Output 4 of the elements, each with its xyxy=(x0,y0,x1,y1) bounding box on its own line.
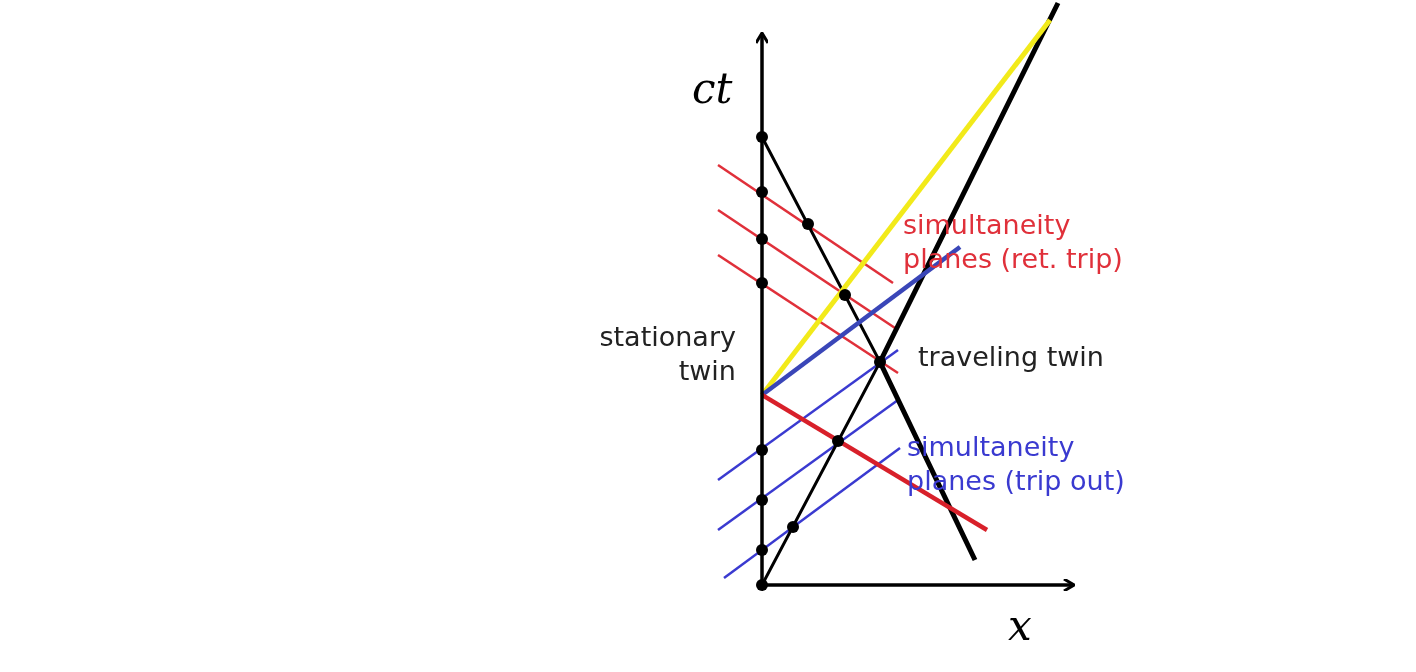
twin-label: stationary twin xyxy=(598,320,736,388)
axis-label: ct xyxy=(692,68,733,110)
twin-label: traveling twin xyxy=(918,340,1104,374)
axis-label: x xyxy=(1008,605,1032,647)
